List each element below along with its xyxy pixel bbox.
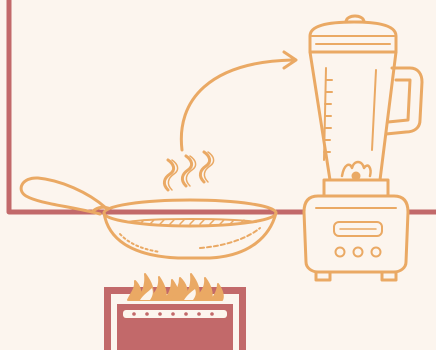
frying-pan-icon bbox=[21, 178, 276, 258]
arrow-icon bbox=[181, 52, 296, 150]
blender-icon bbox=[304, 16, 422, 280]
steam-icon bbox=[164, 152, 213, 190]
